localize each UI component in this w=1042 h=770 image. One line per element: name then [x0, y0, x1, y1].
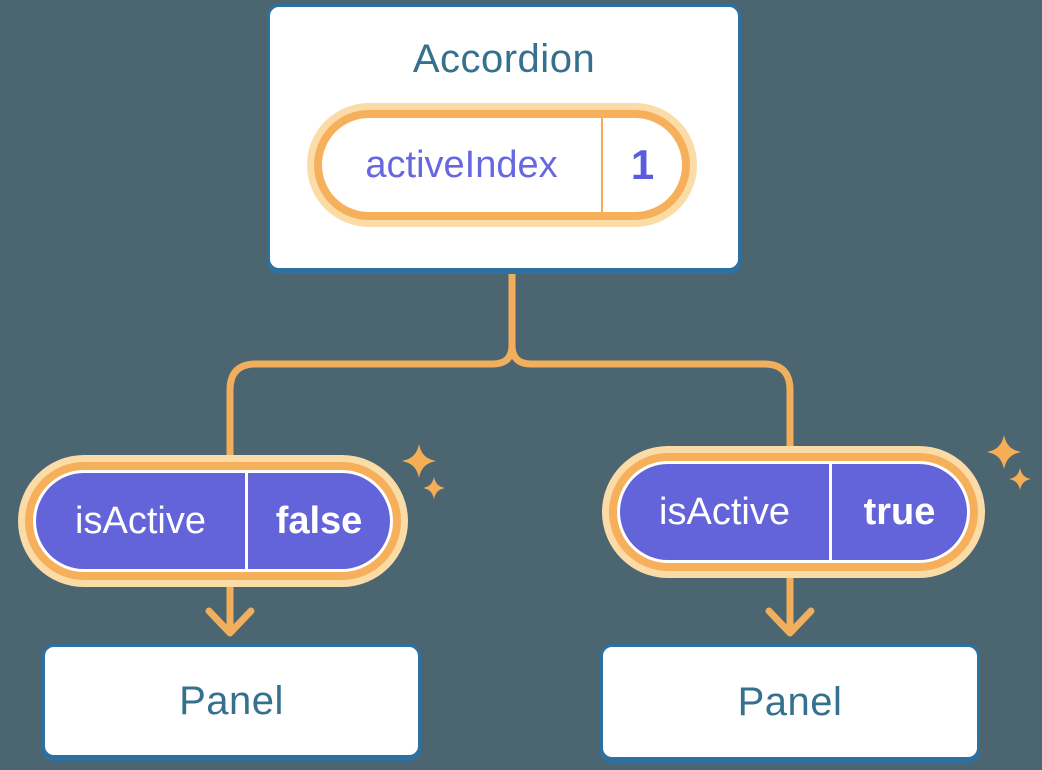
prop-pill-left-core: isActive false: [33, 470, 393, 572]
panel-card-right: Panel: [600, 644, 980, 760]
prop-pill-right-core: isActive true: [617, 461, 970, 563]
prop-pill-right-ring: isActive true: [609, 453, 978, 571]
prop-pill-left-ring: isActive false: [25, 462, 401, 580]
prop-pill-left: isActive false: [18, 455, 408, 587]
prop-pill-right: isActive true: [602, 446, 985, 578]
state-pill: activeIndex 1: [307, 103, 697, 227]
prop-name: isActive: [659, 490, 790, 533]
pill-divider: [601, 118, 603, 212]
prop-value: true: [863, 490, 936, 533]
sparkle-icon-left: [402, 444, 445, 499]
sparkle-icon-right: [987, 435, 1031, 490]
state-pill-core: activeIndex 1: [322, 118, 682, 212]
state-value: 1: [630, 141, 655, 188]
arrow-down-right-icon: [765, 607, 815, 637]
prop-pill-left-inner: isActive false: [36, 473, 390, 569]
panel-title: Panel: [179, 678, 284, 723]
pill-divider: [245, 473, 248, 569]
branch-left-line: [226, 268, 516, 462]
branch-right-line: [508, 268, 794, 453]
prop-pill-right-inner: isActive true: [620, 464, 967, 560]
state-name: activeIndex: [365, 143, 558, 186]
prop-value: false: [275, 499, 363, 542]
prop-name: isActive: [75, 499, 206, 542]
state-pill-ring: activeIndex 1: [314, 110, 690, 220]
panel-title: Panel: [737, 679, 843, 724]
pill-divider: [829, 464, 832, 560]
panel-card-left: Panel: [42, 644, 421, 758]
accordion-card: Accordion activeIndex 1: [267, 4, 741, 271]
arrow-down-left-icon: [205, 607, 255, 637]
accordion-title: Accordion: [412, 37, 596, 81]
